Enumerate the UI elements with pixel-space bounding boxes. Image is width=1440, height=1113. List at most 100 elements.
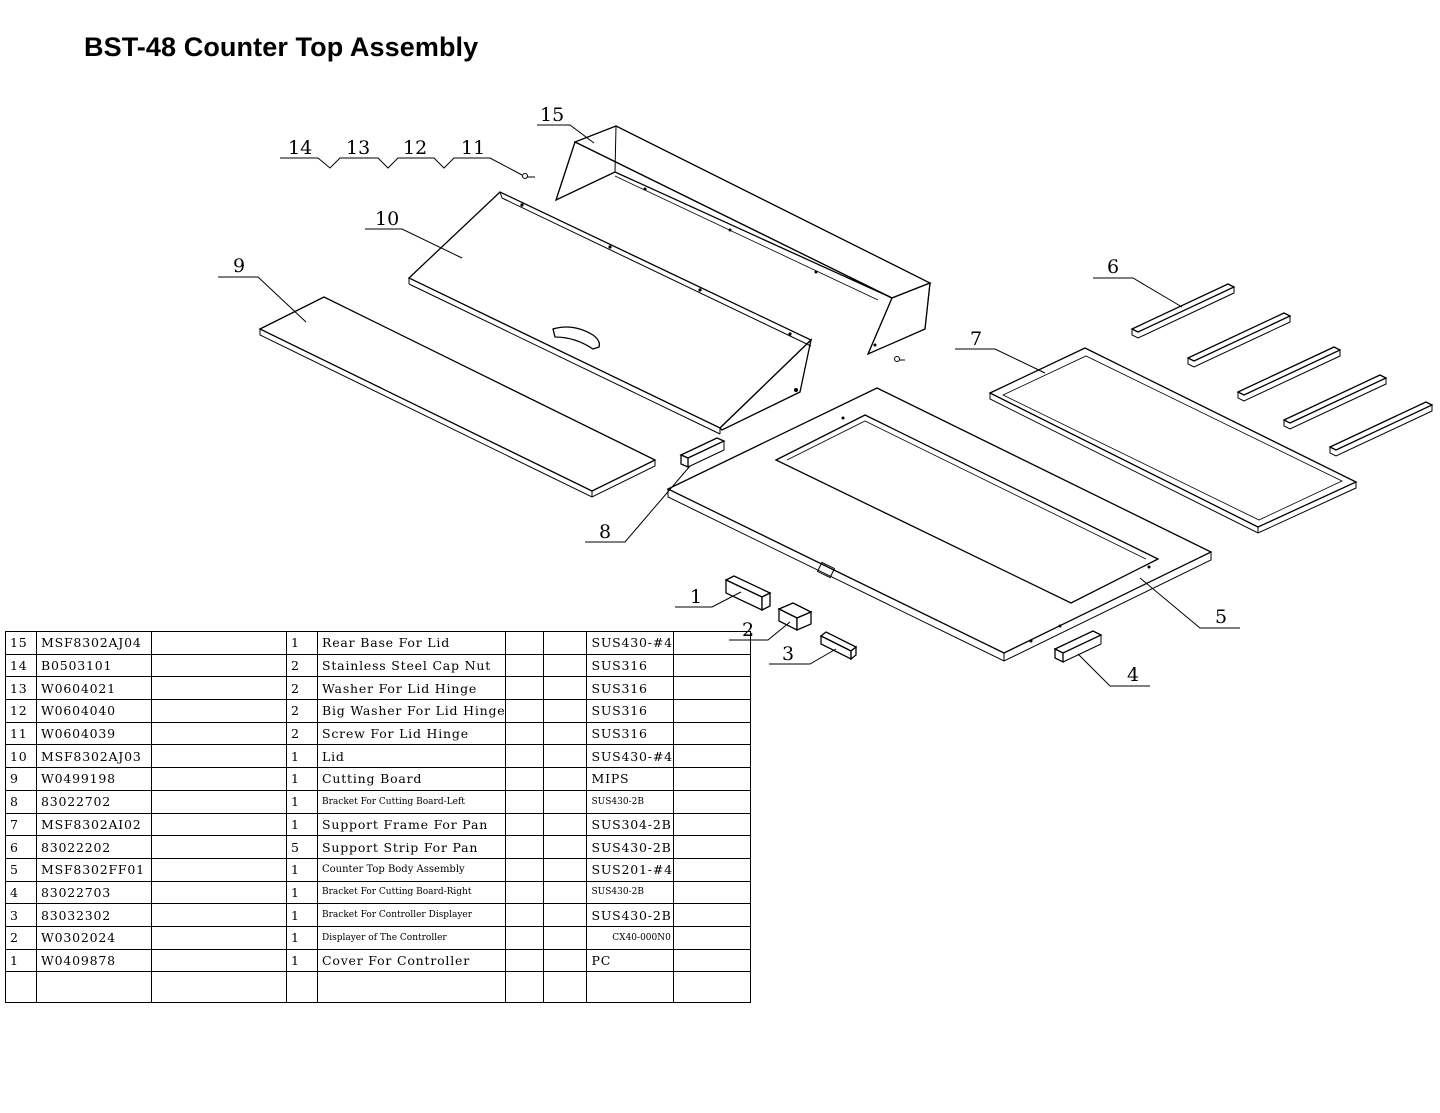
- table-row-empty: [5, 971, 751, 1004]
- cell-empty: [5, 971, 37, 1004]
- cell-name: Washer For Lid Hinge: [316, 676, 507, 701]
- cell-empty: [543, 631, 588, 655]
- cell-empty: [543, 971, 588, 1004]
- support-strip: [1328, 401, 1434, 457]
- cell-no: 14: [5, 653, 37, 678]
- callout-1: 1: [690, 586, 702, 608]
- cell-no: 13: [5, 676, 37, 701]
- cell-empty: [505, 948, 545, 973]
- cell-empty: [151, 653, 287, 678]
- cell-empty: [543, 721, 588, 746]
- cell-name: Support Strip For Pan: [316, 835, 507, 859]
- callout-4: 4: [1127, 664, 1139, 686]
- cell-code: W0409878: [36, 948, 152, 973]
- cell-empty: [505, 631, 545, 655]
- cell-empty: [151, 789, 287, 814]
- cell-empty: [543, 857, 588, 882]
- cell-material: SUS316: [586, 699, 674, 723]
- cell-qty: 1: [286, 948, 318, 973]
- cell-material: SUS430-#4: [586, 631, 674, 655]
- cell-empty: [543, 744, 588, 769]
- cell-material: SUS430-2B: [586, 789, 674, 814]
- cell-code: W0604021: [36, 676, 152, 701]
- cell-empty: [151, 835, 287, 859]
- cell-empty: [505, 971, 545, 1004]
- cell-empty: [505, 857, 545, 882]
- cell-code: MSF8302FF01: [36, 857, 152, 882]
- cell-empty: [543, 699, 588, 723]
- cell-empty: [543, 653, 588, 678]
- cell-empty: [543, 903, 588, 927]
- cell-no: 4: [5, 880, 37, 905]
- cell-name: Stainless Steel Cap Nut: [316, 653, 507, 678]
- cell-name: Support Frame For Pan: [316, 812, 507, 837]
- cell-empty: [151, 971, 287, 1004]
- cell-code: 83032302: [36, 903, 152, 927]
- cell-code: W0302024: [36, 925, 152, 950]
- cell-empty: [505, 767, 545, 791]
- cell-empty: [543, 835, 588, 859]
- cell-material: SUS430-#4: [586, 744, 674, 769]
- cell-empty: [316, 971, 507, 1004]
- cell-empty: [505, 812, 545, 837]
- cell-empty: [151, 880, 287, 905]
- cell-empty: [543, 880, 588, 905]
- cell-qty: 1: [286, 857, 318, 882]
- callout-3: 3: [782, 643, 794, 665]
- cell-empty: [672, 903, 751, 927]
- cell-code: 83022202: [36, 835, 152, 859]
- cell-material: SUS316: [586, 676, 674, 701]
- callout-12: 12: [403, 137, 427, 159]
- part-4-bracket-right: [1053, 630, 1103, 664]
- cell-name: Cover For Controller: [316, 948, 507, 973]
- cell-empty: [151, 903, 287, 927]
- cell-empty: [672, 676, 751, 701]
- cell-empty: [543, 676, 588, 701]
- part-3-bracket: [819, 631, 858, 661]
- cell-empty: [672, 971, 751, 1004]
- part-5-counter-top-body: [666, 387, 1213, 662]
- cell-name: Bracket For Controller Displayer: [316, 903, 507, 927]
- cell-empty: [672, 880, 751, 905]
- callout-6: 6: [1107, 256, 1119, 278]
- cell-empty: [543, 925, 588, 950]
- cell-code: W0604040: [36, 699, 152, 723]
- part-15-rear-base: [554, 125, 932, 356]
- cell-code: MSF8302AJ03: [36, 744, 152, 769]
- cell-name: Cutting Board: [316, 767, 507, 791]
- cell-empty: [505, 744, 545, 769]
- part-2-displayer: [777, 602, 813, 632]
- cell-empty: [672, 948, 751, 973]
- cell-qty: 1: [286, 812, 318, 837]
- support-strip: [1236, 346, 1342, 402]
- cell-empty: [672, 721, 751, 746]
- cell-name: Bracket For Cutting Board-Left: [316, 789, 507, 814]
- callout-7: 7: [970, 328, 982, 350]
- cell-code: MSF8302AJ04: [36, 631, 152, 655]
- cell-empty: [672, 857, 751, 882]
- cell-name: Screw For Lid Hinge: [316, 721, 507, 746]
- callout-11: 11: [461, 137, 485, 159]
- hinge-hardware: [522, 173, 905, 362]
- cell-code: 83022702: [36, 789, 152, 814]
- callout-15: 15: [540, 104, 564, 126]
- part-1-cover: [724, 575, 772, 612]
- cell-qty: 2: [286, 676, 318, 701]
- cell-empty: [672, 812, 751, 837]
- cell-empty: [151, 925, 287, 950]
- cell-qty: 2: [286, 699, 318, 723]
- cell-empty: [36, 971, 152, 1004]
- cell-empty: [505, 880, 545, 905]
- cell-empty: [543, 812, 588, 837]
- callout-9: 9: [233, 255, 245, 277]
- part-8-bracket-left: [679, 437, 726, 468]
- callout-14: 14: [288, 137, 312, 159]
